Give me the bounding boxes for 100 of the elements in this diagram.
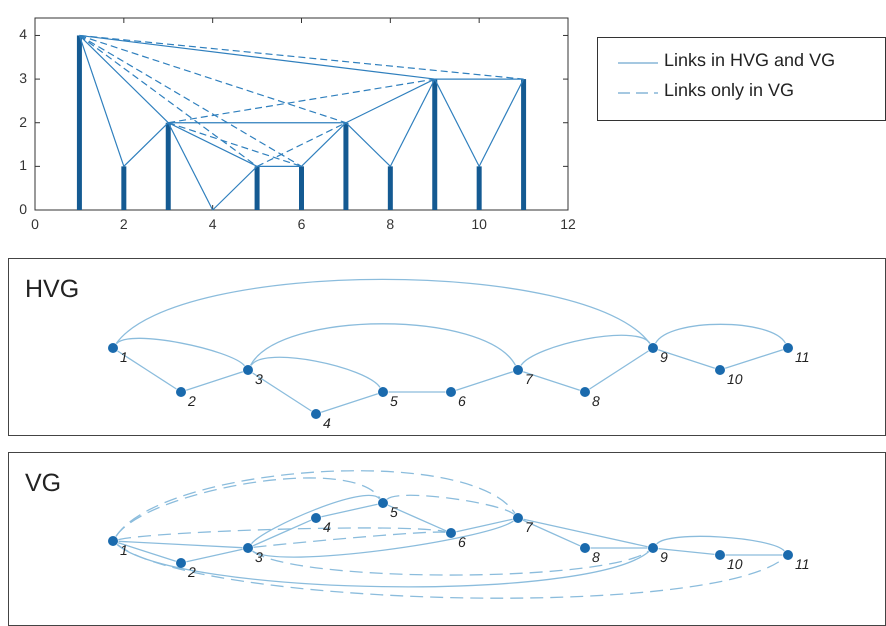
graph-panel <box>8 452 886 626</box>
graph-node <box>783 343 793 353</box>
graph-node <box>378 387 388 397</box>
graph-node <box>783 550 793 560</box>
node-number: 2 <box>188 393 196 409</box>
node-number: 6 <box>458 534 466 550</box>
link-line <box>186 548 243 562</box>
tick-label: 0 <box>18 201 27 217</box>
node-number: 8 <box>592 393 600 409</box>
tick-label: 10 <box>470 216 488 232</box>
graph-node <box>108 343 118 353</box>
tick-label: 4 <box>208 216 218 232</box>
node-number: 4 <box>323 415 331 431</box>
link-line <box>726 554 782 556</box>
graph-node <box>648 543 658 553</box>
link-line <box>116 470 516 537</box>
graph-node <box>580 387 590 397</box>
node-number: 6 <box>458 393 466 409</box>
node-number: 11 <box>795 556 810 572</box>
graph-node <box>243 543 253 553</box>
tick-label: 6 <box>296 216 306 232</box>
link-line <box>116 338 245 366</box>
graph-node <box>580 543 590 553</box>
link-line <box>456 371 513 391</box>
link-line <box>523 371 580 391</box>
link-line <box>321 393 378 413</box>
link-line <box>116 544 650 588</box>
link-line <box>250 356 380 388</box>
node-number: 3 <box>255 371 263 387</box>
link-line <box>118 527 446 540</box>
node-number: 10 <box>727 556 743 572</box>
link-line <box>658 548 715 556</box>
link-line <box>590 547 648 549</box>
link-line <box>116 477 380 537</box>
link-line <box>520 334 650 366</box>
graph-node <box>243 365 253 375</box>
link-line <box>252 372 312 412</box>
graph-node <box>648 343 658 353</box>
node-number: 1 <box>120 349 128 365</box>
tick-label: 2 <box>18 114 27 130</box>
tick-label: 8 <box>385 216 396 232</box>
link-line <box>655 324 786 344</box>
panel-title: HVG <box>25 275 80 304</box>
graph-node <box>513 513 523 523</box>
link-line <box>253 531 446 548</box>
link-line <box>118 540 243 548</box>
graph-node <box>446 528 456 538</box>
graph-node <box>715 550 725 560</box>
link-line <box>522 520 580 546</box>
graph-node <box>378 498 388 508</box>
node-number: 5 <box>390 504 398 520</box>
tick-label: 0 <box>30 216 40 232</box>
link-line <box>388 504 446 532</box>
node-number: 7 <box>525 371 533 387</box>
link-line <box>456 518 513 532</box>
link-line <box>252 520 312 546</box>
link-line <box>386 494 514 515</box>
link-line <box>252 520 514 558</box>
node-number: 8 <box>592 549 600 565</box>
link-line <box>116 278 650 344</box>
graph-node <box>176 558 186 568</box>
link-line <box>118 542 176 562</box>
link-line <box>656 536 785 552</box>
node-number: 7 <box>525 519 533 535</box>
node-number: 9 <box>660 549 668 565</box>
tick-label: 3 <box>18 70 27 86</box>
node-number: 5 <box>390 393 398 409</box>
panel-title: VG <box>25 469 62 498</box>
tick-label: 12 <box>559 216 577 232</box>
tick-label: 1 <box>18 157 27 174</box>
node-number: 11 <box>795 349 810 365</box>
node-number: 3 <box>255 549 263 565</box>
link-line <box>251 494 380 544</box>
graph-node <box>108 536 118 546</box>
tick-label: 4 <box>18 26 27 42</box>
link-line <box>388 391 446 393</box>
graph-node <box>176 387 186 397</box>
link-line <box>725 349 783 369</box>
graph-node <box>311 513 321 523</box>
node-number: 1 <box>120 542 128 558</box>
link-line <box>117 350 177 390</box>
link-line <box>252 550 649 576</box>
graph-node <box>311 409 321 419</box>
node-number: 9 <box>660 349 668 365</box>
graph-panel <box>8 258 886 436</box>
link-line <box>250 323 516 366</box>
link-line <box>321 504 378 518</box>
legend-label: Links in HVG and VG <box>664 50 836 71</box>
link-line <box>658 349 715 369</box>
node-number: 10 <box>727 371 743 387</box>
tick-label: 2 <box>118 216 129 232</box>
link-line <box>523 518 648 548</box>
graph-node <box>446 387 456 397</box>
link-line <box>589 350 649 390</box>
legend-label: Links only in VG <box>664 80 794 101</box>
graph-node <box>513 365 523 375</box>
node-number: 4 <box>323 519 331 535</box>
node-number: 2 <box>188 564 196 580</box>
link-line <box>186 371 243 391</box>
graph-node <box>715 365 725 375</box>
